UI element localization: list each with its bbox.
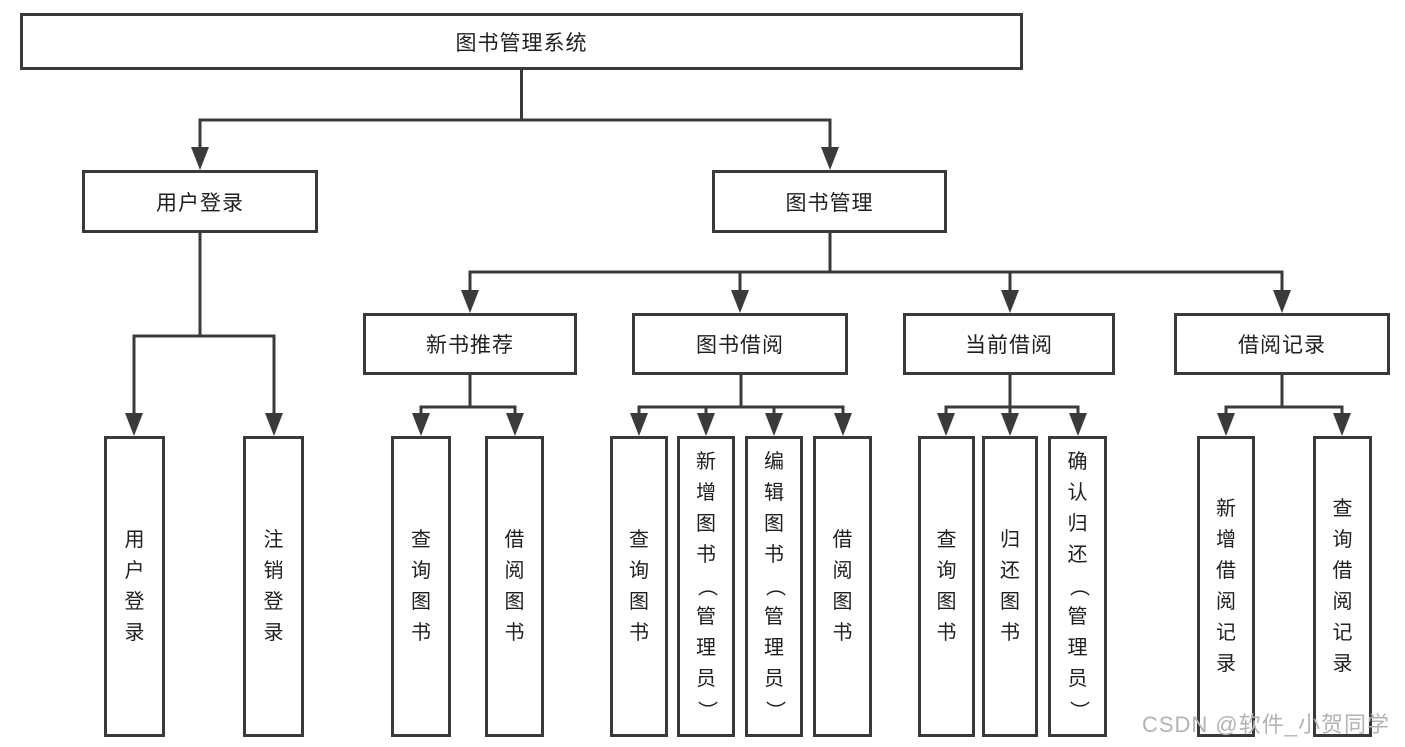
leaf-cb-return-book-label: 归还图书 xyxy=(1000,528,1020,644)
leaf-bb-edit-book-admin: 编辑图书（管理员） xyxy=(745,436,803,737)
node-borrow-records-label: 借阅记录 xyxy=(1238,334,1326,357)
node-user-login: 用户登录 xyxy=(82,170,318,233)
leaf-logout: 注销登录 xyxy=(243,436,304,737)
node-book-borrow: 图书借阅 xyxy=(632,313,848,375)
leaf-bb-query-book-label: 查询图书 xyxy=(629,528,649,644)
node-root: 图书管理系统 xyxy=(20,13,1023,70)
leaf-br-query-record: 查询借阅记录 xyxy=(1313,436,1372,737)
leaf-bb-borrow-book-label: 借阅图书 xyxy=(832,528,853,644)
leaf-bb-borrow-book: 借阅图书 xyxy=(813,436,872,737)
node-new-book-recommend-label: 新书推荐 xyxy=(426,334,514,357)
leaf-bb-edit-book-admin-label: 编辑图书（管理员） xyxy=(763,451,786,721)
leaf-br-add-record: 新增借阅记录 xyxy=(1197,436,1255,737)
leaf-br-query-record-label: 查询借阅记录 xyxy=(1332,497,1353,675)
leaf-br-add-record-label: 新增借阅记录 xyxy=(1216,497,1236,675)
node-current-borrow: 当前借阅 xyxy=(903,313,1115,375)
node-book-management-label: 图书管理 xyxy=(785,191,874,215)
leaf-cb-query-book: 查询图书 xyxy=(918,436,975,737)
leaf-rec-query-book-label: 查询图书 xyxy=(411,528,431,644)
leaf-logout-label: 注销登录 xyxy=(263,528,284,644)
node-new-book-recommend: 新书推荐 xyxy=(363,313,577,375)
leaf-cb-query-book-label: 查询图书 xyxy=(936,528,957,644)
leaf-rec-borrow-book-label: 借阅图书 xyxy=(504,528,525,644)
leaf-rec-borrow-book: 借阅图书 xyxy=(485,436,544,737)
leaf-bb-add-book-admin: 新增图书（管理员） xyxy=(677,436,735,737)
node-user-login-label: 用户登录 xyxy=(156,191,244,215)
leaf-rec-query-book: 查询图书 xyxy=(391,436,451,737)
node-book-borrow-label: 图书借阅 xyxy=(696,334,784,357)
leaf-cb-confirm-return-admin-label: 确认归还（管理员） xyxy=(1067,451,1089,721)
node-current-borrow-label: 当前借阅 xyxy=(965,334,1053,357)
leaf-cb-confirm-return-admin: 确认归还（管理员） xyxy=(1048,436,1107,737)
node-borrow-records: 借阅记录 xyxy=(1174,313,1390,375)
leaf-cb-return-book: 归还图书 xyxy=(982,436,1038,737)
node-root-label: 图书管理系统 xyxy=(455,31,588,55)
node-book-management: 图书管理 xyxy=(712,170,947,233)
leaf-user-login-label: 用户登录 xyxy=(124,528,145,644)
leaf-user-login: 用户登录 xyxy=(104,436,165,737)
arrowhead-icons xyxy=(125,147,1351,436)
watermark: CSDN @软件_小贺同学 xyxy=(1141,712,1390,737)
leaf-bb-query-book: 查询图书 xyxy=(610,436,668,737)
leaf-bb-add-book-admin-label: 新增图书（管理员） xyxy=(695,451,718,721)
